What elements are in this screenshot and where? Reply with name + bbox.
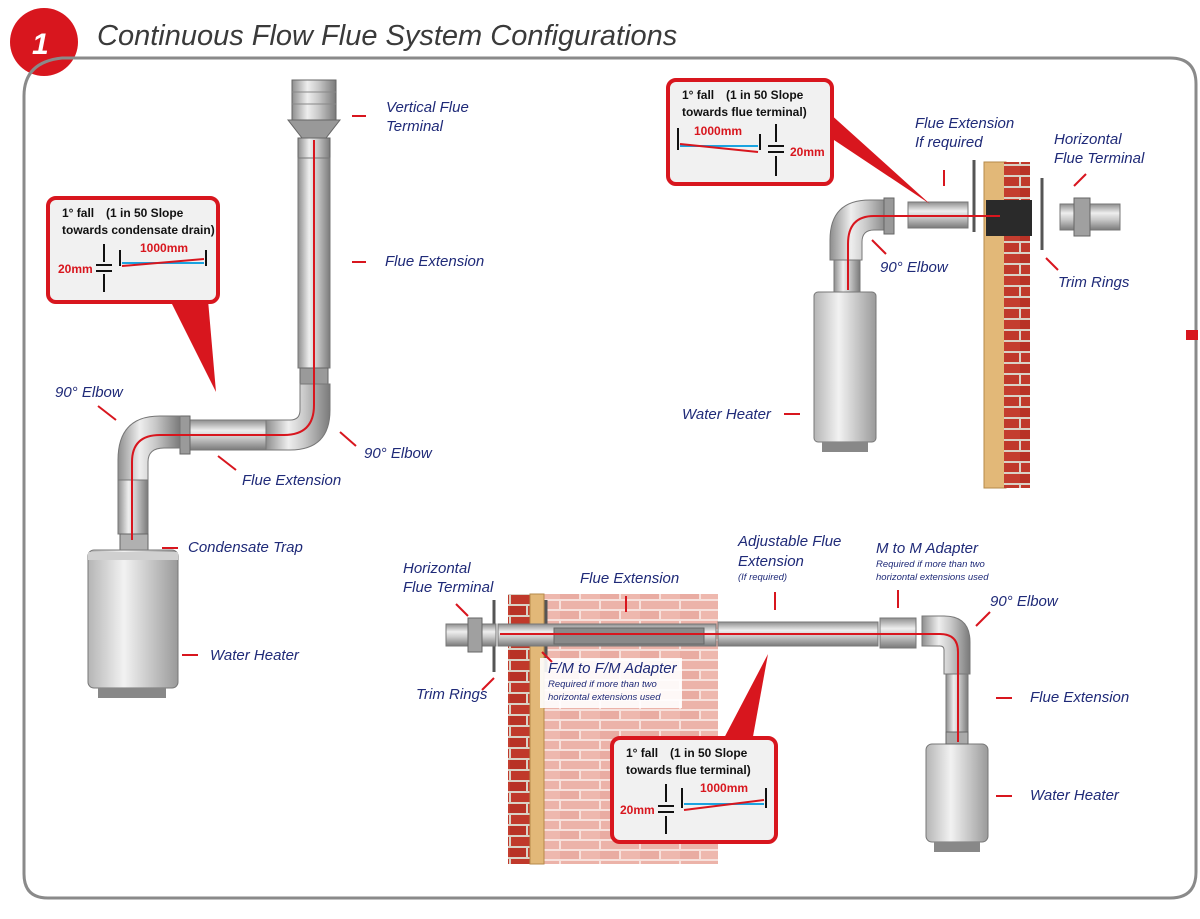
trim-rings-c-label: Trim Rings <box>416 686 488 703</box>
callout-a-length: 1000mm <box>140 241 188 255</box>
flue-extension-vertical-c-label: Flue Extension <box>1030 689 1129 706</box>
callout-b-direction: towards flue terminal) <box>682 105 807 119</box>
panel-edge-marker <box>1186 330 1198 340</box>
slope-callout-b: 1° fall (1 in 50 Slope towards flue term… <box>666 78 930 204</box>
callout-c-direction: towards flue terminal) <box>626 763 751 777</box>
flue-path-line-a <box>131 140 315 540</box>
horizontal-flue-terminal-c-label-2: Flue Terminal <box>403 579 494 596</box>
slope-callout-a: 1° fall (1 in 50 Slope towards condensat… <box>46 196 220 392</box>
elbow-b-label: 90° Elbow <box>880 259 949 276</box>
right-elbow-shape <box>265 383 331 451</box>
slope-callout-c: 1° fall (1 in 50 Slope towards flue term… <box>610 654 778 844</box>
callout-b-fall: 1° fall <box>682 88 714 102</box>
horizontal-flue-terminal-b-label-2: Flue Terminal <box>1054 150 1145 167</box>
diagram-panel <box>22 56 1198 900</box>
page-title: Continuous Flow Flue System Configuratio… <box>97 20 677 52</box>
callout-b-slope: (1 in 50 Slope <box>726 88 804 102</box>
elbow-left-label: 90° Elbow <box>55 384 124 401</box>
callout-a-slope: (1 in 50 Slope <box>106 206 184 220</box>
trim-rings-b-label: Trim Rings <box>1058 274 1130 291</box>
horizontal-flue-terminal-b-label-1: Horizontal <box>1054 131 1122 148</box>
flue-extension-b-label-2: If required <box>915 134 983 151</box>
vertical-configuration: Vertical Flue Terminal Flue Extension 90… <box>46 79 484 698</box>
header: 1 Continuous Flow Flue System Configurat… <box>10 8 677 76</box>
fm-adapter-note-2: horizontal extensions used <box>548 692 661 703</box>
elbow-b-shape <box>829 199 891 261</box>
callout-b-drop: 20mm <box>790 145 825 159</box>
flue-extension-vertical-label: Flue Extension <box>385 253 484 270</box>
vertical-flue-terminal-label-1: Vertical Flue <box>386 99 469 116</box>
vertical-flue-terminal-label-2: Terminal <box>386 118 444 135</box>
callout-a-direction: towards condensate drain) <box>62 223 215 237</box>
flue-path-line-c <box>500 633 959 742</box>
callout-c-fall: 1° fall <box>626 746 658 760</box>
condensate-trap-shape <box>119 533 149 551</box>
flue-path-line-b <box>847 215 1000 290</box>
brick-wall-c <box>508 594 530 864</box>
callout-a-fall: 1° fall <box>62 206 94 220</box>
horizontal-configuration-bottom: Horizontal Flue Terminal Flue Extension … <box>403 533 1129 865</box>
water-heater-a <box>87 549 179 698</box>
elbow-c-shape <box>921 615 971 675</box>
water-heater-c <box>925 731 989 852</box>
adjustable-flue-extension-label-2: Extension <box>738 553 804 570</box>
callout-b-length: 1000mm <box>694 124 742 138</box>
m-to-m-adapter-note-2: horizontal extensions used <box>876 572 989 583</box>
section-number: 1 <box>32 28 49 61</box>
fm-adapter-label: F/M to F/M Adapter <box>548 660 678 677</box>
elbow-right-label: 90° Elbow <box>364 445 433 462</box>
vertical-flue-terminal <box>286 79 342 159</box>
horizontal-flue-terminal-c-label-1: Horizontal <box>403 560 471 577</box>
left-elbow-shape <box>117 415 181 481</box>
flue-extension-b-label-1: Flue Extension <box>915 115 1014 132</box>
flue-extension-c-label: Flue Extension <box>580 570 679 587</box>
callout-a-drop: 20mm <box>58 262 93 276</box>
water-heater-b-label: Water Heater <box>682 406 772 423</box>
water-heater-a-label: Water Heater <box>210 647 300 664</box>
adjustable-flue-extension-label-1: Adjustable Flue <box>737 533 841 550</box>
callout-c-slope: (1 in 50 Slope <box>670 746 748 760</box>
water-heater-c-label: Water Heater <box>1030 787 1120 804</box>
condensate-trap-label: Condensate Trap <box>188 539 303 556</box>
elbow-c-label: 90° Elbow <box>990 593 1059 610</box>
callout-c-drop: 20mm <box>620 803 655 817</box>
water-heater-b <box>813 291 877 452</box>
fm-adapter-note-1: Required if more than two <box>548 679 657 690</box>
adjustable-flue-extension-note: (If required) <box>738 572 787 583</box>
flue-extension-horizontal-label: Flue Extension <box>242 472 341 489</box>
horizontal-configuration-top: Flue Extension If required Horizontal Fl… <box>666 78 1145 489</box>
m-to-m-adapter-note-1: Required if more than two <box>876 559 985 570</box>
m-to-m-adapter-label: M to M Adapter <box>876 540 979 557</box>
callout-c-length: 1000mm <box>700 781 748 795</box>
